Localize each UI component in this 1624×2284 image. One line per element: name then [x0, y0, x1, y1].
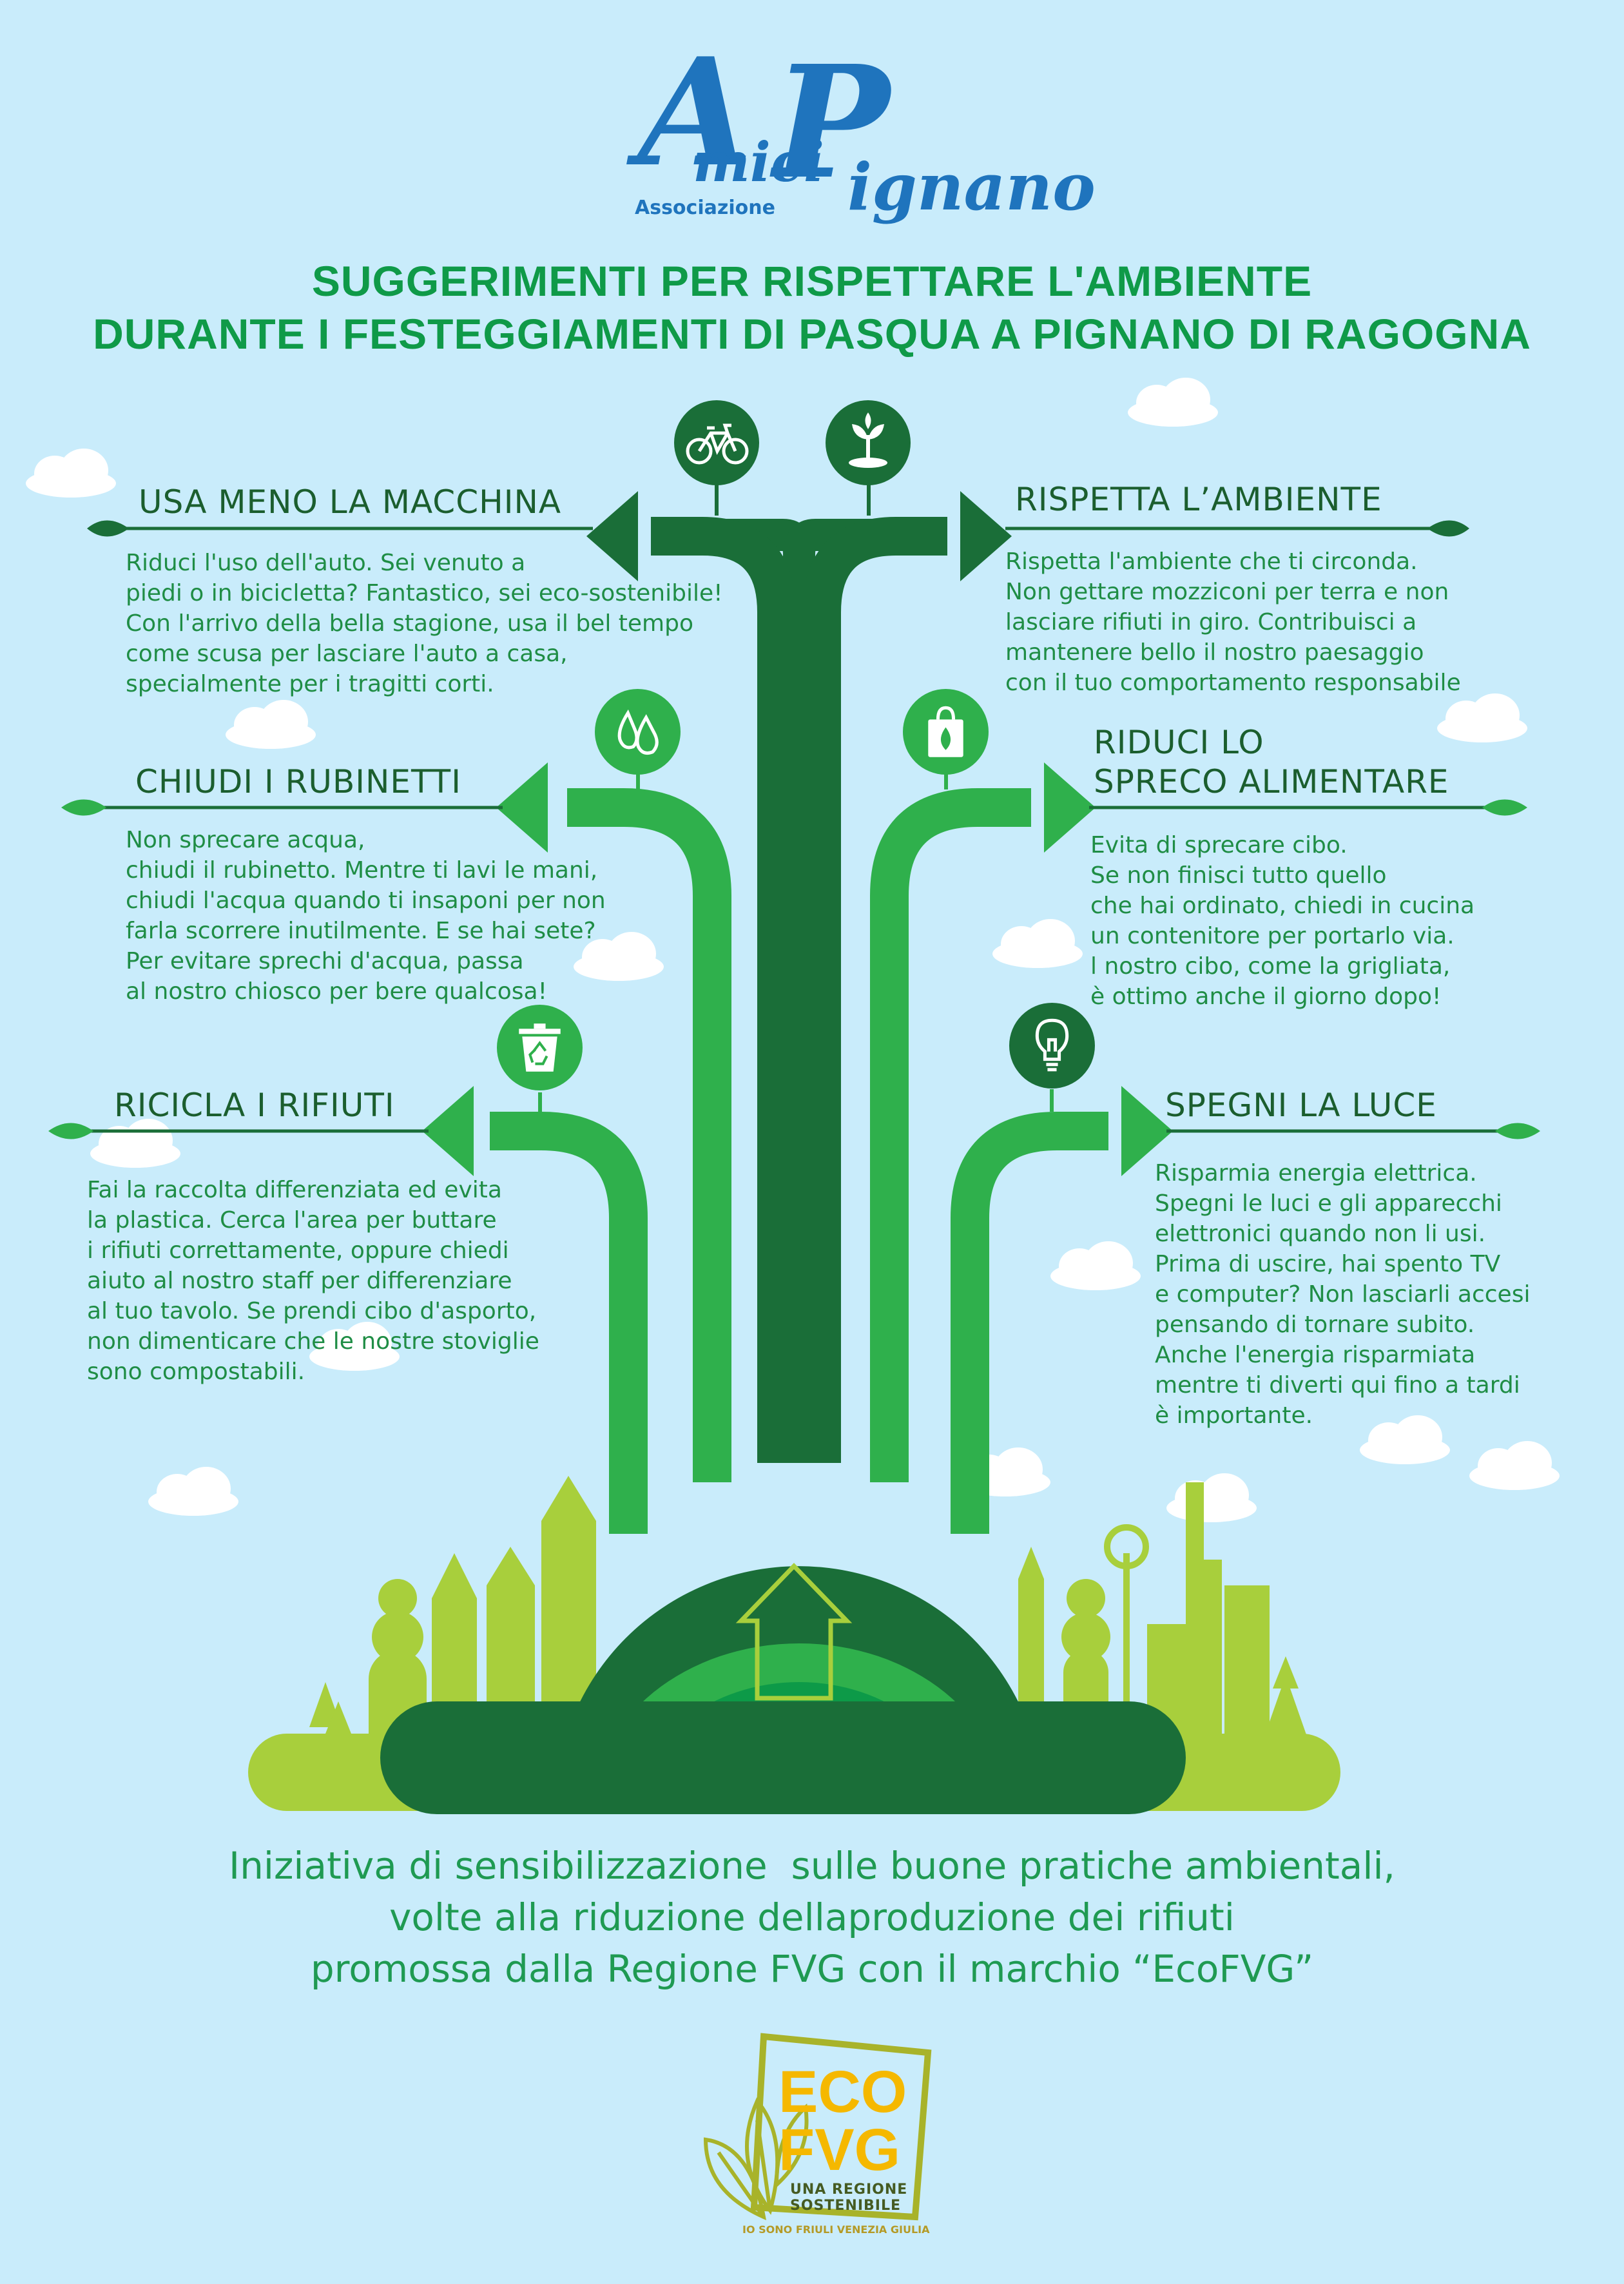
page-title-line2: DURANTE I FESTEGGIAMENTI DI PASQUA A PIG… — [93, 310, 1531, 358]
tip-rubinetti-heading: CHIUDI I RUBINETTI — [135, 763, 461, 800]
logo-amici: mici — [693, 130, 824, 194]
arrow-heads — [422, 491, 1173, 1176]
ecofvg-line1: UNA REGIONE — [790, 2182, 908, 2198]
footer-text: Iniziativa di sensibilizzazione sulle bu… — [228, 1844, 1395, 1991]
tip-luce-heading: SPEGNI LA LUCE — [1165, 1087, 1437, 1124]
dome — [380, 1562, 1186, 1814]
logo-associazione: Associazione — [635, 197, 775, 219]
tip-ambiente-text: Rispetta l'ambiente che ti circonda. Non… — [1005, 548, 1461, 696]
tip-spreco-text: Evita di sprecare cibo. Se non finisci t… — [1090, 832, 1475, 1010]
logo-letter-a: A — [638, 26, 753, 200]
light-bulb-icon — [1009, 1003, 1095, 1089]
tip-luce-text: Risparmia energia elettrica. Spegni le l… — [1155, 1160, 1531, 1429]
ecofvg-tagline: IO SONO FRIULI VENEZIA GIULIA — [742, 2223, 930, 2236]
icon-stems — [538, 480, 1054, 1112]
heading-lines — [71, 527, 1508, 1133]
tree-branches — [490, 517, 1108, 1534]
leaf-ends — [48, 520, 1540, 1139]
sprout-icon — [826, 400, 911, 485]
water-drops-icon — [595, 689, 681, 775]
tip-auto-text: Riduci l'uso dell'auto. Sei venuto a pie… — [126, 550, 723, 697]
ecofvg-logo-art — [703, 2033, 932, 2221]
page-title-line1: SUGGERIMENTI PER RISPETTARE L'AMBIENTE — [311, 257, 1313, 305]
recycle-bin-icon — [497, 1005, 583, 1090]
bicycle-icon — [674, 400, 759, 485]
tip-ambiente-heading: RISPETTA L’AMBIENTE — [1015, 481, 1382, 518]
eco-bag-icon — [903, 689, 989, 775]
tip-spreco-heading-line2: SPRECO ALIMENTARE — [1094, 763, 1449, 800]
tip-spreco-heading-line1: RIDUCI LO — [1094, 724, 1264, 761]
logo-ignano: ignano — [847, 149, 1096, 225]
tip-rifiuti-text: Fai la raccolta differenziata ed evita l… — [87, 1177, 539, 1385]
logo-letter-p: P — [773, 32, 890, 213]
ecofvg-line2: SOSTENIBILE — [790, 2198, 902, 2214]
ecofvg-fvg: FVG — [778, 2117, 901, 2183]
tip-auto-heading: USA MENO LA MACCHINA — [139, 483, 562, 521]
ecofvg-eco: ECO — [778, 2059, 907, 2125]
tip-rubinetti-text: Non sprecare acqua, chiudi il rubinetto.… — [126, 827, 606, 1005]
tip-rifiuti-heading: RICICLA I RIFIUTI — [114, 1087, 395, 1124]
